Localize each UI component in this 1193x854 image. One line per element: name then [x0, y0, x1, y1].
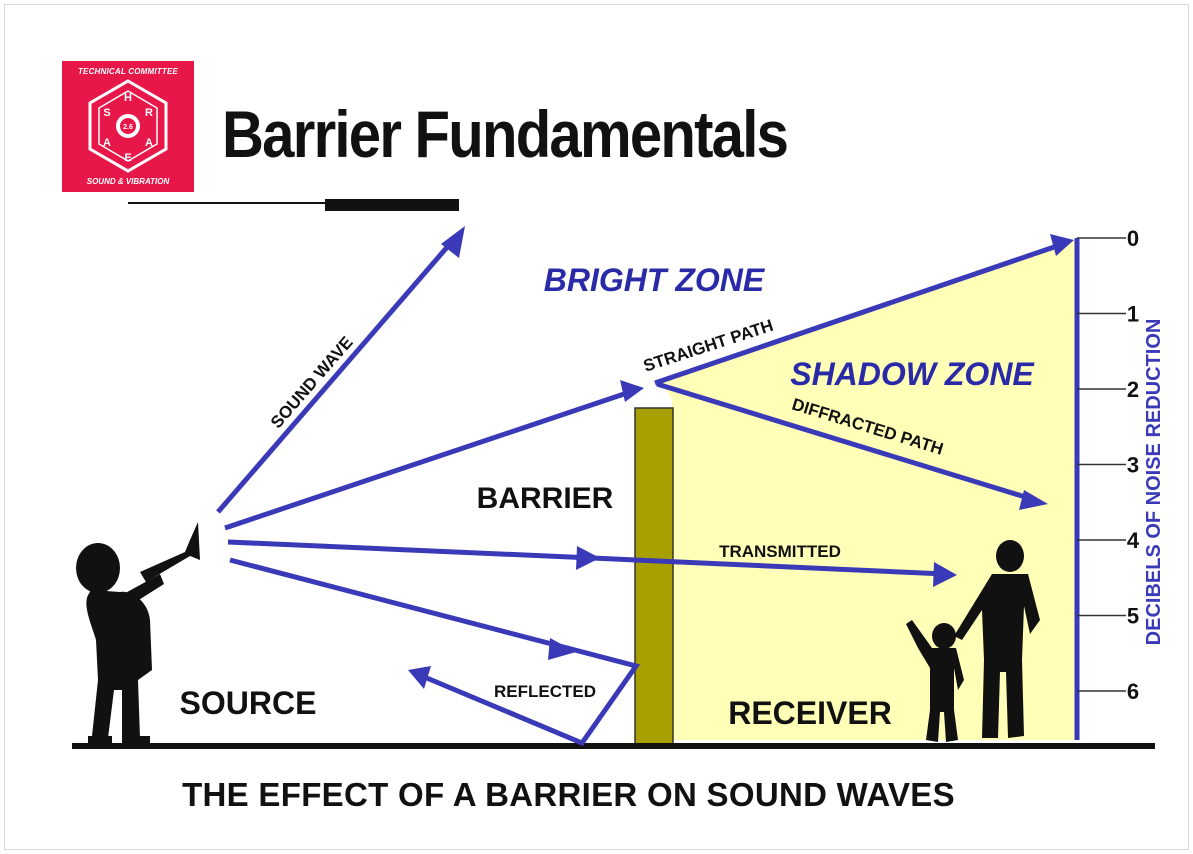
svg-text:2.6: 2.6: [123, 124, 133, 131]
trumpet-player-silhouette-icon: [76, 522, 200, 744]
barrier-label: BARRIER: [477, 482, 614, 515]
ashrae-logo: TECHNICAL COMMITTEE 2.6 H S R A A E SOUN…: [62, 61, 194, 192]
receiver-silhouettes-icon: [906, 540, 1040, 742]
logo-top-text: TECHNICAL COMMITTEE: [77, 67, 179, 76]
bright-zone-label: BRIGHT ZONE: [544, 262, 766, 298]
shadow-zone-label: SHADOW ZONE: [790, 356, 1035, 392]
scale-ticks: 0 1 2 3 4 5 6: [1077, 226, 1140, 704]
scale-tick-label: 6: [1127, 679, 1139, 704]
sound-wave-label: SOUND WAVE: [267, 333, 357, 432]
transmitted-arrowhead-mid: [576, 546, 600, 570]
receiver-label: RECEIVER: [728, 695, 892, 731]
reflected-path: [229, 557, 641, 747]
straight-path-arrowhead-end: [1050, 234, 1074, 256]
scale-tick-label: 1: [1127, 302, 1139, 327]
scale-tick-label: 0: [1127, 226, 1139, 251]
scale-tick-label: 2: [1127, 377, 1139, 402]
source-label: SOURCE: [180, 685, 317, 721]
diagram-caption: THE EFFECT OF A BARRIER ON SOUND WAVES: [182, 776, 955, 813]
svg-text:S: S: [103, 107, 110, 119]
reflected-label: REFLECTED: [494, 682, 596, 701]
transmitted-arrow-back: [591, 555, 946, 577]
sound-wave-arrowhead: [441, 226, 465, 258]
reflected-arrowhead-outgoing: [408, 666, 431, 689]
straight-path-arrow-upper: [654, 241, 1064, 386]
page-title: Barrier Fundamentals: [222, 97, 789, 171]
scale-tick-label: 3: [1127, 453, 1139, 478]
sound-wave-arrow: [216, 236, 457, 514]
svg-text:A: A: [103, 137, 111, 149]
svg-text:A: A: [145, 137, 153, 149]
svg-text:R: R: [145, 107, 153, 119]
scale-axis-label: DECIBELS OF NOISE REDUCTION: [1143, 319, 1165, 646]
transmitted-label: TRANSMITTED: [719, 542, 841, 561]
reflected-arrowhead-incoming: [548, 638, 576, 660]
barrier-wall: [634, 407, 674, 746]
svg-text:E: E: [124, 152, 131, 164]
transmitted-arrowhead-end: [933, 562, 957, 587]
logo-bottom-text: SOUND & VIBRATION: [86, 177, 170, 186]
svg-text:H: H: [124, 92, 132, 104]
slide-frame: [4, 4, 1189, 850]
straight-path-arrow-lower: [224, 389, 631, 531]
diffracted-path-arrow: [656, 381, 1036, 503]
scale-tick-label: 5: [1127, 604, 1139, 629]
title-underline-bar: [325, 199, 459, 211]
straight-path-arrowhead-mid: [620, 380, 644, 402]
diffracted-arrowhead: [1019, 490, 1048, 510]
scale-tick-label: 4: [1127, 528, 1140, 553]
ashrae-emblem-icon: 2.6 H S R A A E: [88, 79, 168, 173]
transmitted-arrow-front: [227, 539, 593, 561]
